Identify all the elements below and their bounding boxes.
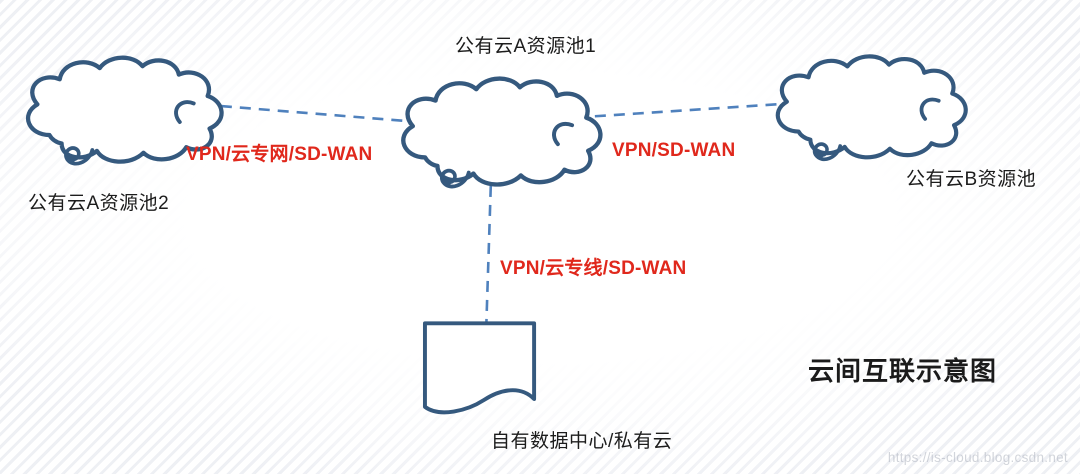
node-label-poolB: 公有云B资源池	[906, 169, 1037, 190]
node-label-pool1: 公有云A资源池1	[455, 36, 597, 57]
cloud-shape-pool1	[391, 74, 609, 202]
link-label-vpn-sdwan: VPN/SD-WAN	[612, 140, 736, 161]
link-label-vpn-cloud-line-sdwan: VPN/云专线/SD-WAN	[500, 258, 687, 279]
node-label-pool2: 公有云A资源池2	[28, 193, 170, 214]
node-label-datacenter: 自有数据中心/私有云	[491, 431, 673, 452]
watermark-url: https://is-cloud.blog.csdn.net	[887, 450, 1068, 465]
link-label-vpn-cloud-network-sdwan: VPN/云专网/SD-WAN	[186, 144, 373, 165]
diagram-title: 云间互联示意图	[808, 356, 998, 386]
document-shape-datacenter	[422, 321, 537, 415]
cloud-shape-poolB	[766, 52, 974, 174]
